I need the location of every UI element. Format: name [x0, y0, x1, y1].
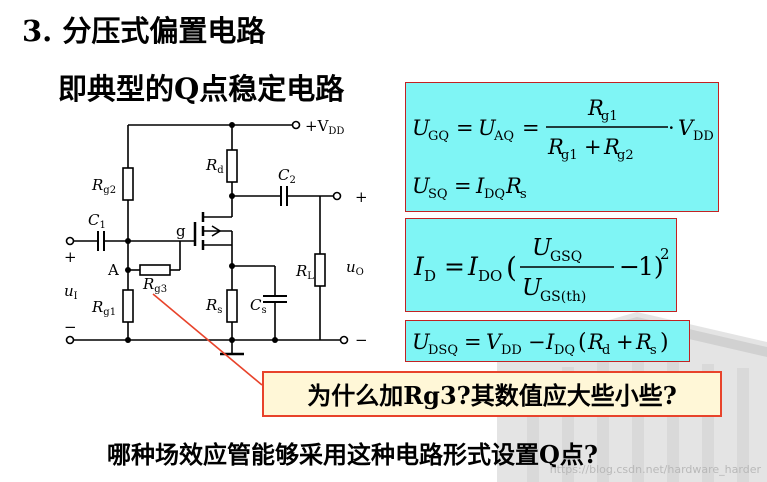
svg-text:d: d	[602, 343, 610, 358]
svg-text:+: +	[616, 330, 634, 354]
svg-text:U: U	[522, 275, 543, 301]
svg-text:D: D	[424, 267, 436, 285]
svg-text:I: I	[545, 330, 555, 354]
label-gate: g	[176, 222, 186, 240]
svg-text:=: =	[444, 252, 465, 281]
svg-text:I: I	[475, 174, 485, 198]
callout-pointer	[152, 293, 263, 386]
label-output-minus: −	[355, 331, 368, 349]
svg-text:DD: DD	[693, 129, 714, 144]
label-output-plus: +	[355, 188, 368, 206]
mosfet-arrow	[211, 225, 222, 237]
svg-text:g1: g1	[561, 148, 578, 163]
svg-text:U: U	[478, 116, 497, 140]
label-rg1: Rg1	[91, 298, 116, 318]
resistor-rs	[226, 289, 238, 323]
svg-text:R: R	[587, 96, 604, 120]
label-cs: Cs	[250, 296, 267, 316]
svg-text:R: R	[505, 174, 522, 198]
label-input-plus: +	[64, 248, 77, 266]
svg-text:·: ·	[668, 116, 675, 140]
svg-text:DQ: DQ	[554, 343, 575, 358]
label-input-minus: −	[64, 318, 77, 336]
svg-text:DSQ: DSQ	[428, 343, 458, 358]
input-ground-terminal	[65, 335, 75, 345]
svg-text:U: U	[412, 116, 431, 140]
svg-text:1): 1)	[638, 252, 664, 281]
label-rd: Rd	[205, 156, 224, 176]
svg-text:DD: DD	[501, 343, 522, 358]
svg-text:−: −	[619, 252, 640, 281]
svg-text:(: (	[506, 251, 517, 284]
svg-text:): )	[660, 330, 669, 355]
resistor-rl	[314, 253, 326, 287]
svg-text:SQ: SQ	[428, 187, 448, 202]
svg-text:V: V	[678, 116, 695, 140]
svg-text:g1: g1	[601, 109, 618, 124]
slide-subtitle: 即典型的Q点稳定电路	[58, 72, 345, 106]
formula-box-ugq: U GQ = U AQ = R g1 R g1 + R g2 · V DD U …	[405, 82, 719, 212]
svg-text:GSQ: GSQ	[550, 249, 582, 265]
svg-text:s: s	[650, 343, 657, 358]
formula-box-id: I D = I DO ( U GSQ U GS(th) − 1) 2	[405, 218, 677, 312]
svg-text:U: U	[412, 330, 431, 354]
bottom-question: 哪种场效应管能够采用这种电路形式设置Q点?	[107, 440, 598, 469]
svg-text:GQ: GQ	[428, 129, 449, 144]
svg-text:V: V	[486, 330, 503, 354]
svg-text:−: −	[528, 330, 546, 354]
svg-text:DO: DO	[478, 267, 502, 285]
svg-text:R: R	[547, 135, 564, 159]
label-rs: Rs	[205, 296, 222, 316]
callout-question-box: 为什么加Rg3?其数值应大些小些?	[262, 371, 722, 417]
svg-text:=: =	[464, 330, 482, 354]
svg-text:R: R	[587, 330, 604, 354]
formula-box-udsq: U DSQ = V DD − I DQ ( R d + R s )	[405, 320, 690, 362]
svg-text:=: =	[522, 116, 540, 140]
svg-text:GS(th): GS(th)	[540, 289, 586, 305]
label-uo: uO	[346, 258, 364, 278]
resistor-rg1	[122, 289, 134, 323]
slide-title: 3. 分压式偏置电路	[22, 14, 266, 48]
output-ground-terminal	[339, 335, 349, 345]
label-rg2: Rg2	[91, 176, 116, 196]
svg-text:=: =	[456, 116, 474, 140]
resistor-rd	[226, 149, 238, 183]
svg-text:I: I	[467, 252, 479, 281]
svg-text:s: s	[520, 187, 527, 202]
label-c2: C2	[278, 166, 296, 186]
label-node-a: A	[107, 261, 119, 279]
label-ui: uI	[64, 282, 78, 302]
svg-text:(: (	[578, 330, 587, 355]
svg-text:2: 2	[660, 245, 670, 263]
svg-text:DQ: DQ	[484, 187, 505, 202]
svg-text:AQ: AQ	[493, 129, 514, 144]
watermark: https://blog.csdn.net/hardware_harder	[549, 463, 761, 476]
output-terminal	[332, 191, 342, 201]
svg-text:R: R	[603, 135, 620, 159]
resistor-rg2	[122, 167, 134, 201]
svg-text:g2: g2	[617, 148, 634, 163]
label-rg3: Rg3	[142, 275, 167, 295]
svg-text:+: +	[584, 135, 602, 159]
svg-text:=: =	[454, 174, 472, 198]
label-c1: C1	[88, 211, 106, 231]
resistor-rg3	[139, 264, 171, 276]
label-rl: RL	[295, 262, 314, 282]
svg-text:R: R	[635, 330, 652, 354]
label-vdd: +VDD	[305, 117, 344, 137]
vdd-terminal	[291, 120, 301, 130]
input-terminal	[65, 236, 75, 246]
svg-text:I: I	[413, 252, 425, 281]
svg-text:U: U	[532, 235, 553, 261]
svg-text:U: U	[412, 174, 431, 198]
